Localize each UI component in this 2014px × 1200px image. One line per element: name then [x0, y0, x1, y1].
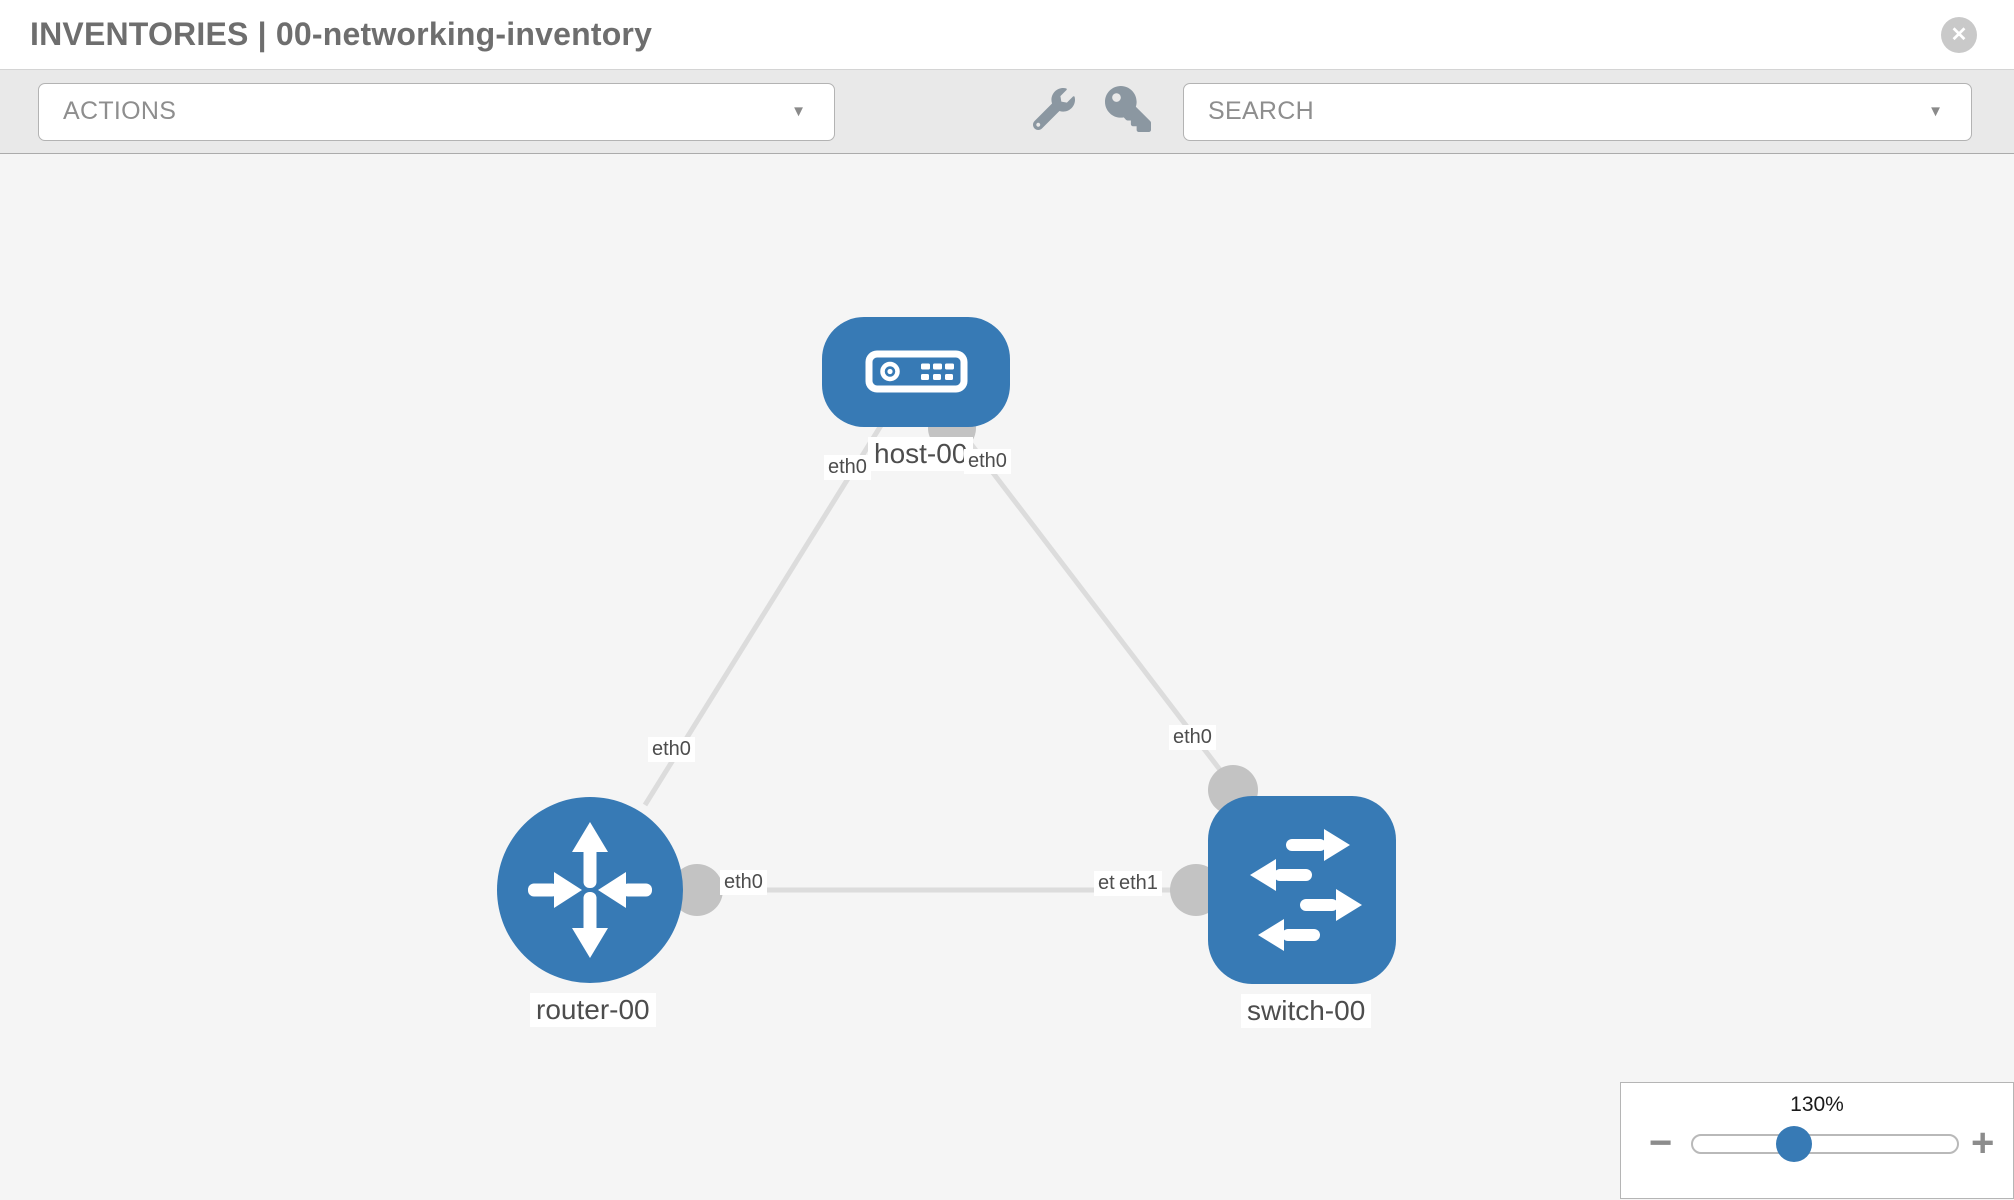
topology-svg [497, 317, 1396, 984]
search-dropdown[interactable]: SEARCH ▼ [1183, 82, 1972, 141]
interface-label: eth0 [1169, 725, 1216, 750]
node-label-host: host-00 [868, 437, 974, 471]
host-icon [865, 350, 968, 393]
toolbar: ACTIONS ▼ SEARCH ▼ [0, 70, 2014, 154]
zoom-slider-track[interactable] [1691, 1134, 1959, 1154]
interface-label: eth0 [824, 455, 871, 480]
interface-label: eth0 [648, 737, 695, 762]
switch-icon [1250, 829, 1362, 951]
node-label-switch: switch-00 [1241, 994, 1372, 1028]
zoom-out-button[interactable]: − [1649, 1123, 1672, 1163]
zoom-slider-thumb[interactable] [1776, 1126, 1812, 1162]
node-label-router: router-00 [530, 993, 656, 1027]
actions-dropdown-label: ACTIONS [63, 97, 177, 125]
key-icon [1105, 86, 1151, 137]
page-title: INVENTORIES | 00-networking-inventory [30, 16, 653, 52]
zoom-in-button[interactable]: + [1971, 1123, 1994, 1163]
interface-label: eth0 [720, 870, 767, 895]
actions-dropdown[interactable]: ACTIONS ▼ [38, 82, 835, 141]
topology-canvas[interactable]: host-00 router-00 switch-00 eth0 eth0 et… [0, 154, 2014, 1199]
chevron-down-icon: ▼ [1928, 103, 1943, 120]
toolbar-icons [1030, 86, 1152, 137]
interface-label: eth0 [964, 449, 1011, 474]
wrench-icon [1032, 88, 1075, 135]
minus-icon: − [1649, 1121, 1673, 1165]
zoom-value: 130% [1790, 1093, 1844, 1116]
zoom-panel: 130% − + [1620, 1082, 2014, 1199]
search-dropdown-label: SEARCH [1208, 97, 1314, 125]
close-icon: ✕ [1950, 23, 1968, 46]
interface-dot-router [671, 864, 723, 916]
credentials-button[interactable] [1104, 86, 1152, 137]
close-button[interactable]: ✕ [1941, 16, 1977, 53]
node-router[interactable] [497, 797, 683, 983]
interface-label: eth1 [1115, 871, 1162, 896]
breadcrumb-header: INVENTORIES | 00-networking-inventory ✕ [0, 0, 2014, 70]
configure-button[interactable] [1030, 88, 1078, 136]
router-icon [528, 822, 652, 958]
plus-icon: + [1971, 1121, 1995, 1165]
chevron-down-icon: ▼ [791, 103, 806, 120]
node-switch[interactable] [1208, 796, 1396, 984]
node-host[interactable] [822, 317, 1010, 427]
